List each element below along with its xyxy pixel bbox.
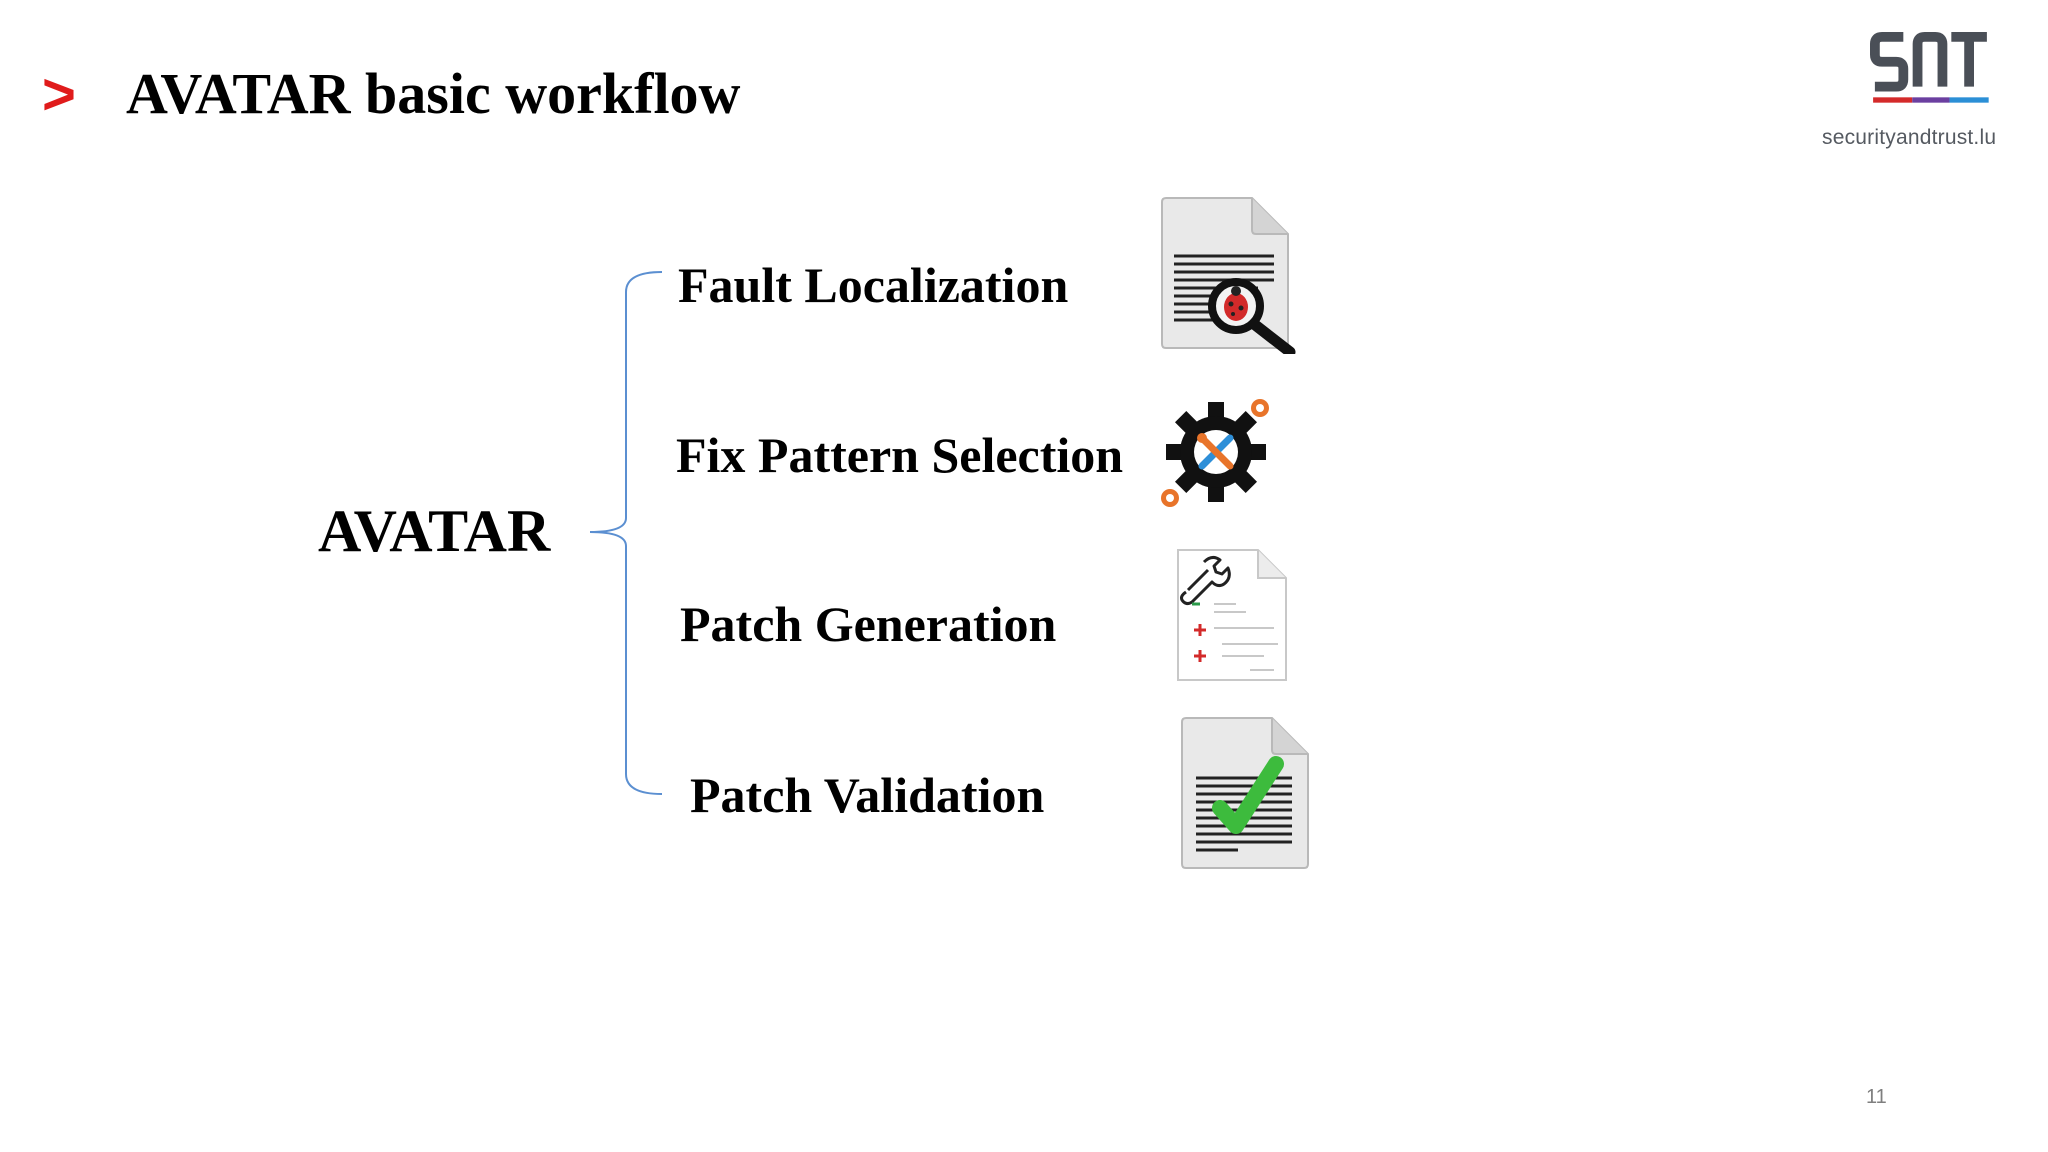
root-label: AVATAR [318,498,551,564]
document-bug-magnifier-icon [1161,197,1296,354]
snt-logo-mark [1870,31,1989,103]
step-label-patch-validation: Patch Validation [690,767,1045,823]
slide-title: AVATAR basic workflow [126,61,741,126]
document-checkmark-icon [1181,717,1309,869]
patch-file-icon [1177,549,1287,681]
page-number: 11 [1866,1086,1887,1108]
step-label-fault-localization: Fault Localization [678,257,1069,313]
gear-tools-icon [1161,399,1269,507]
snt-logo: securityandtrust.lu [1818,28,2030,158]
step-label-fix-pattern-selection: Fix Pattern Selection [676,427,1124,483]
step-label-patch-generation: Patch Generation [680,596,1057,652]
title-marker-icon: > [42,62,76,127]
logo-tagline: securityandtrust.lu [1822,126,1997,149]
curly-brace [589,271,663,795]
